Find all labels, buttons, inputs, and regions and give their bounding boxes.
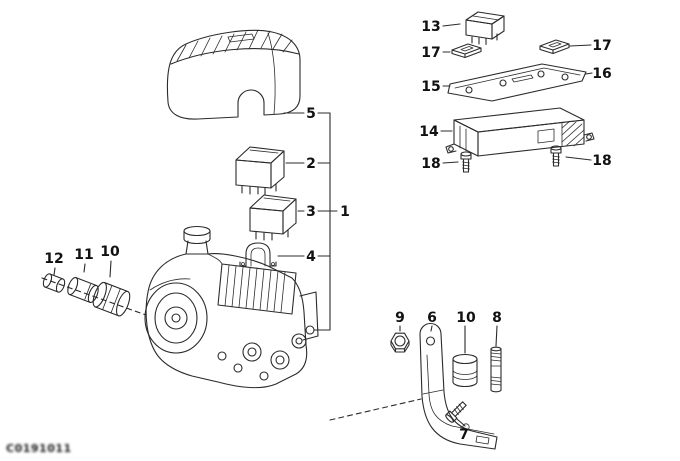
watermark: C0191011 bbox=[6, 442, 72, 455]
callout-label-3: 3 bbox=[306, 204, 316, 220]
pad-part-17-right bbox=[539, 39, 570, 55]
callout-label-18-right: 18 bbox=[592, 153, 611, 169]
callout-label-2: 2 bbox=[306, 156, 316, 172]
grommet-part-12 bbox=[42, 273, 66, 293]
callout-label-4: 4 bbox=[306, 249, 316, 265]
stud-part-8 bbox=[490, 346, 502, 393]
axis-dashed-line-bracket bbox=[329, 398, 422, 421]
relay-part-13 bbox=[465, 11, 505, 46]
screw-part-18-left bbox=[460, 151, 472, 173]
callout-label-9: 9 bbox=[395, 310, 405, 326]
relay-part-3 bbox=[249, 194, 297, 241]
callout-label-16: 16 bbox=[592, 66, 611, 82]
nut-part-9 bbox=[390, 332, 410, 353]
buffer-part-10-right bbox=[452, 353, 478, 388]
callout-label-12: 12 bbox=[44, 251, 63, 267]
callout-labels: 5 2 3 1 4 13 17 15 14 18 17 16 18 12 11 … bbox=[44, 19, 611, 443]
callout-label-1: 1 bbox=[340, 204, 350, 220]
control-unit-part-14 bbox=[445, 107, 595, 157]
bracket-part-6 bbox=[419, 323, 498, 450]
callout-label-14: 14 bbox=[419, 124, 439, 140]
callout-label-8: 8 bbox=[492, 310, 502, 326]
callout-label-17-left: 17 bbox=[421, 45, 440, 61]
callout-label-18-left: 18 bbox=[421, 156, 440, 172]
callout-leader-lines bbox=[53, 23, 593, 427]
screw-part-18-right bbox=[550, 145, 562, 167]
callout-label-5: 5 bbox=[306, 106, 316, 122]
callout-label-7: 7 bbox=[459, 427, 469, 443]
callout-label-10-right: 10 bbox=[456, 310, 476, 326]
abs-unit-part-1 bbox=[144, 225, 319, 389]
callout-label-11: 11 bbox=[74, 247, 93, 263]
pad-part-17-left bbox=[451, 43, 482, 59]
callout-label-13: 13 bbox=[421, 19, 440, 35]
cover-part-5 bbox=[166, 29, 301, 120]
buffer-part-10-left bbox=[92, 281, 131, 317]
callout-label-10-left: 10 bbox=[100, 244, 120, 260]
callout-label-15: 15 bbox=[421, 79, 440, 95]
callout-label-6: 6 bbox=[427, 310, 437, 326]
callout-label-17-right: 17 bbox=[592, 38, 611, 54]
relay-part-2 bbox=[235, 146, 285, 196]
screw-part-7 bbox=[445, 401, 467, 423]
bushing-part-11 bbox=[67, 276, 99, 304]
mount-plate-part-15-16 bbox=[447, 63, 587, 102]
